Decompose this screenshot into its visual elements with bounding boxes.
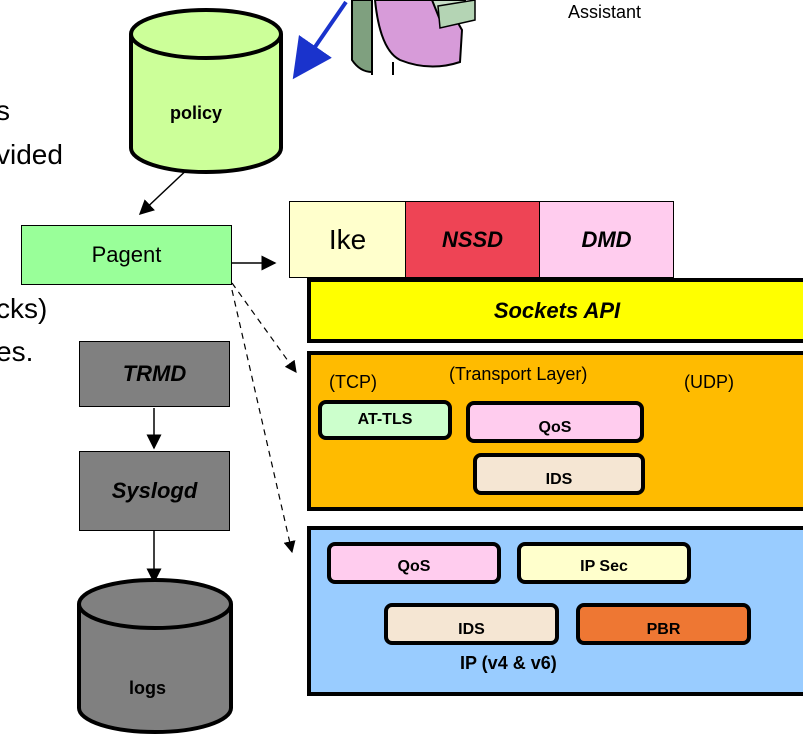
- dmd-label: DMD: [581, 226, 632, 252]
- pagent-box: Pagent: [21, 225, 232, 285]
- transport-ids-box: IDS: [473, 453, 645, 495]
- at-tls-box: AT-TLS: [318, 400, 452, 440]
- cut-text-line2: vided: [0, 139, 63, 170]
- nssd-box: NSSD: [405, 201, 540, 278]
- syslogd-box: Syslogd: [79, 451, 230, 531]
- tcp-label: (TCP): [329, 372, 377, 392]
- pbr-box: PBR: [576, 603, 751, 645]
- transport-ids-label: IDS: [545, 471, 573, 488]
- trmd-label: TRMD: [122, 361, 187, 386]
- ip-ids-box: IDS: [384, 603, 559, 645]
- at-tls-label: AT-TLS: [357, 411, 413, 428]
- pbr-label: PBR: [646, 621, 681, 638]
- sockets-api-label: Sockets API: [493, 297, 621, 323]
- transport-qos-box: QoS: [466, 401, 644, 443]
- ipsec-label: IP Sec: [580, 558, 628, 575]
- logs-cylinder-shape: [77, 578, 233, 734]
- dashed-arrow-transport: [231, 282, 297, 373]
- ip-qos-box: QoS: [327, 542, 501, 584]
- sockets-api-box: Sockets API: [307, 278, 803, 343]
- ip-ids-label: IDS: [458, 621, 485, 638]
- ipsec-box: IP Sec: [517, 542, 691, 584]
- pagent-label: Pagent: [91, 242, 162, 267]
- syslogd-label: Syslogd: [111, 478, 198, 503]
- ip-layer-title: IP (v4 & v6): [460, 653, 557, 673]
- cut-text-line4: es.: [0, 336, 34, 367]
- policy-label: policy: [170, 103, 223, 123]
- transport-layer-title: (Transport Layer): [449, 364, 588, 384]
- cut-text-line3: cks): [0, 293, 48, 324]
- blue-arrow: [292, 0, 348, 80]
- person-at-desk-icon: [345, 0, 476, 75]
- dashed-arrow-ip: [231, 289, 296, 554]
- trmd-box: TRMD: [79, 341, 230, 407]
- ike-box: Ike: [289, 201, 406, 278]
- ip-qos-label: QoS: [397, 558, 431, 575]
- policy-cylinder-shape: [129, 8, 283, 174]
- assistant-label: Assistant: [568, 2, 642, 22]
- udp-label: (UDP): [684, 372, 734, 392]
- transport-qos-label: QoS: [538, 419, 572, 436]
- cut-text-line1: s: [0, 95, 10, 126]
- ike-label: Ike: [328, 223, 367, 255]
- dmd-box: DMD: [539, 201, 674, 278]
- logs-label: logs: [129, 678, 167, 698]
- nssd-label: NSSD: [441, 226, 504, 252]
